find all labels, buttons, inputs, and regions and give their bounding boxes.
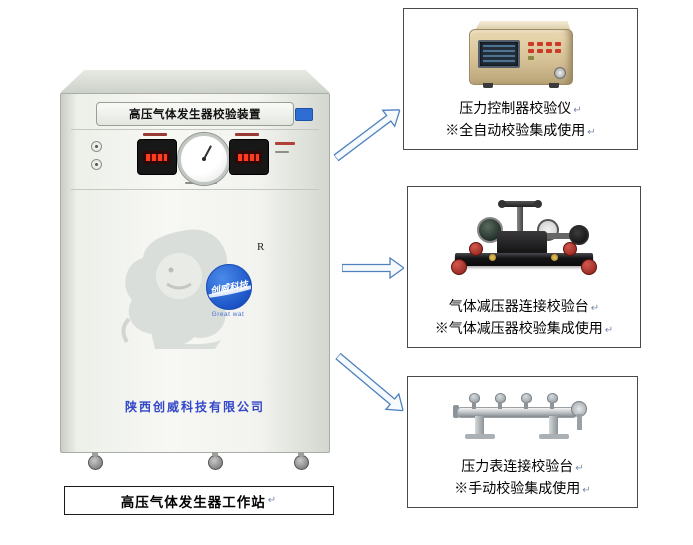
lion-watermark-icon [121,229,238,349]
manifold-foot [538,434,569,439]
manifold-pipe [576,414,582,430]
company-logo-icon: 创威科技 [206,264,252,310]
item-box-gauge-manifold: 压力表连接校验台↵ ※手动校验集成使用↵ [407,376,638,508]
gas-regulator-bench-image [449,191,599,287]
digital-gauge-icon [229,139,269,175]
gauge-port-icon [468,393,480,409]
workstation-label: 高压气体发生器工作站↵ [64,486,334,515]
panel-divider-bottom [71,189,319,190]
panel-knob-icon [91,159,102,170]
connector-arrow-bottom [330,347,411,420]
paragraph-mark-icon: ↵ [575,463,584,474]
cabinet-front-panel: 高压气体发生器校验装置 创威科技 [60,93,330,453]
item-note: ※全自动校验集成使用↵ [445,124,596,139]
controller-screen-icon [477,40,520,68]
cabinet-title-plate: 高压气体发生器校验装置 [96,102,294,126]
caster-wheel-icon [294,452,309,470]
panel-micro-label [275,151,289,153]
controller-foot [482,83,493,88]
gauge-port-icon [494,393,506,409]
digital-gauge-icon [137,139,177,175]
controller-foot [548,83,559,88]
caster-wheel-icon [88,452,103,470]
gauge-port-icon [520,393,532,409]
gauge-port-icon [546,393,558,409]
controller-top-face [474,21,571,31]
connector-arrow-middle [342,256,404,280]
item-box-pressure-controller: 压力控制器校验仪↵ ※全自动校验集成使用↵ [403,8,638,150]
panel-divider-top [71,129,319,130]
item-text-block: 气体减压器连接校验台↵ ※气体减压器校验集成使用↵ [435,297,613,347]
panel-knob-icon [91,141,102,152]
controller-knob-icon [553,67,566,79]
logo-subtext: Great wat [211,311,245,318]
manifold-leg [548,416,558,435]
item-title: 压力表连接校验台↵ [461,460,584,475]
connector-arrow-top [329,100,407,167]
manifold-leg [474,416,484,435]
red-knob-icon [563,242,577,256]
cabinet-blue-indicator [295,108,313,121]
paragraph-mark-icon: ↵ [604,325,614,336]
manifold-foot [464,434,495,439]
item-title: 气体减压器连接校验台↵ [448,300,600,315]
item-title: 压力控制器校验仪↵ [459,102,582,117]
connection-pipe [547,233,571,239]
controller-body [468,29,573,85]
registered-mark: R [257,241,265,253]
panel-micro-label [143,133,167,136]
caster-wheel-icon [208,452,223,470]
item-text-block: 压力表连接校验台↵ ※手动校验集成使用↵ [454,457,590,507]
cabinet-title: 高压气体发生器校验装置 [129,109,261,121]
panel-micro-label [275,142,295,145]
pressure-controller-image [461,17,581,95]
paragraph-mark-icon: ↵ [573,105,582,116]
controller-keypad-icon [527,42,534,46]
red-knob-icon [581,259,597,275]
panel-micro-label [235,133,259,136]
generator-cabinet: 高压气体发生器校验装置 创威科技 [58,70,332,472]
item-note: ※手动校验集成使用↵ [454,482,591,497]
paragraph-mark-icon: ↵ [582,485,591,496]
brass-fitting-icon [489,254,496,261]
regulator-body [497,231,547,255]
company-name: 陕西创威科技有限公司 [124,400,265,414]
paragraph-mark-icon: ↵ [590,303,600,314]
item-note: ※气体减压器校验集成使用↵ [434,322,614,337]
manifold-end-fitting [452,405,459,418]
brass-fitting-icon [551,254,558,261]
hand-knob-icon [569,225,589,245]
paragraph-mark-icon: ↵ [587,127,596,138]
item-text-block: 压力控制器校验仪↵ ※全自动校验集成使用↵ [445,99,595,149]
t-handle-icon [498,200,542,208]
red-knob-icon [451,259,467,275]
cabinet-top-face [60,70,330,93]
pressure-gauge-manifold-image [452,383,593,447]
analog-gauge-icon [178,133,230,185]
item-box-gas-regulator-bench: 气体减压器连接校验台↵ ※气体减压器校验集成使用↵ [407,186,641,348]
logo-text: 创威科技 [209,279,249,298]
workstation-label-text: 高压气体发生器工作站 [120,494,266,510]
red-knob-icon [469,242,483,256]
spindle-stem [517,207,523,233]
paragraph-mark-icon: ↵ [267,495,278,506]
